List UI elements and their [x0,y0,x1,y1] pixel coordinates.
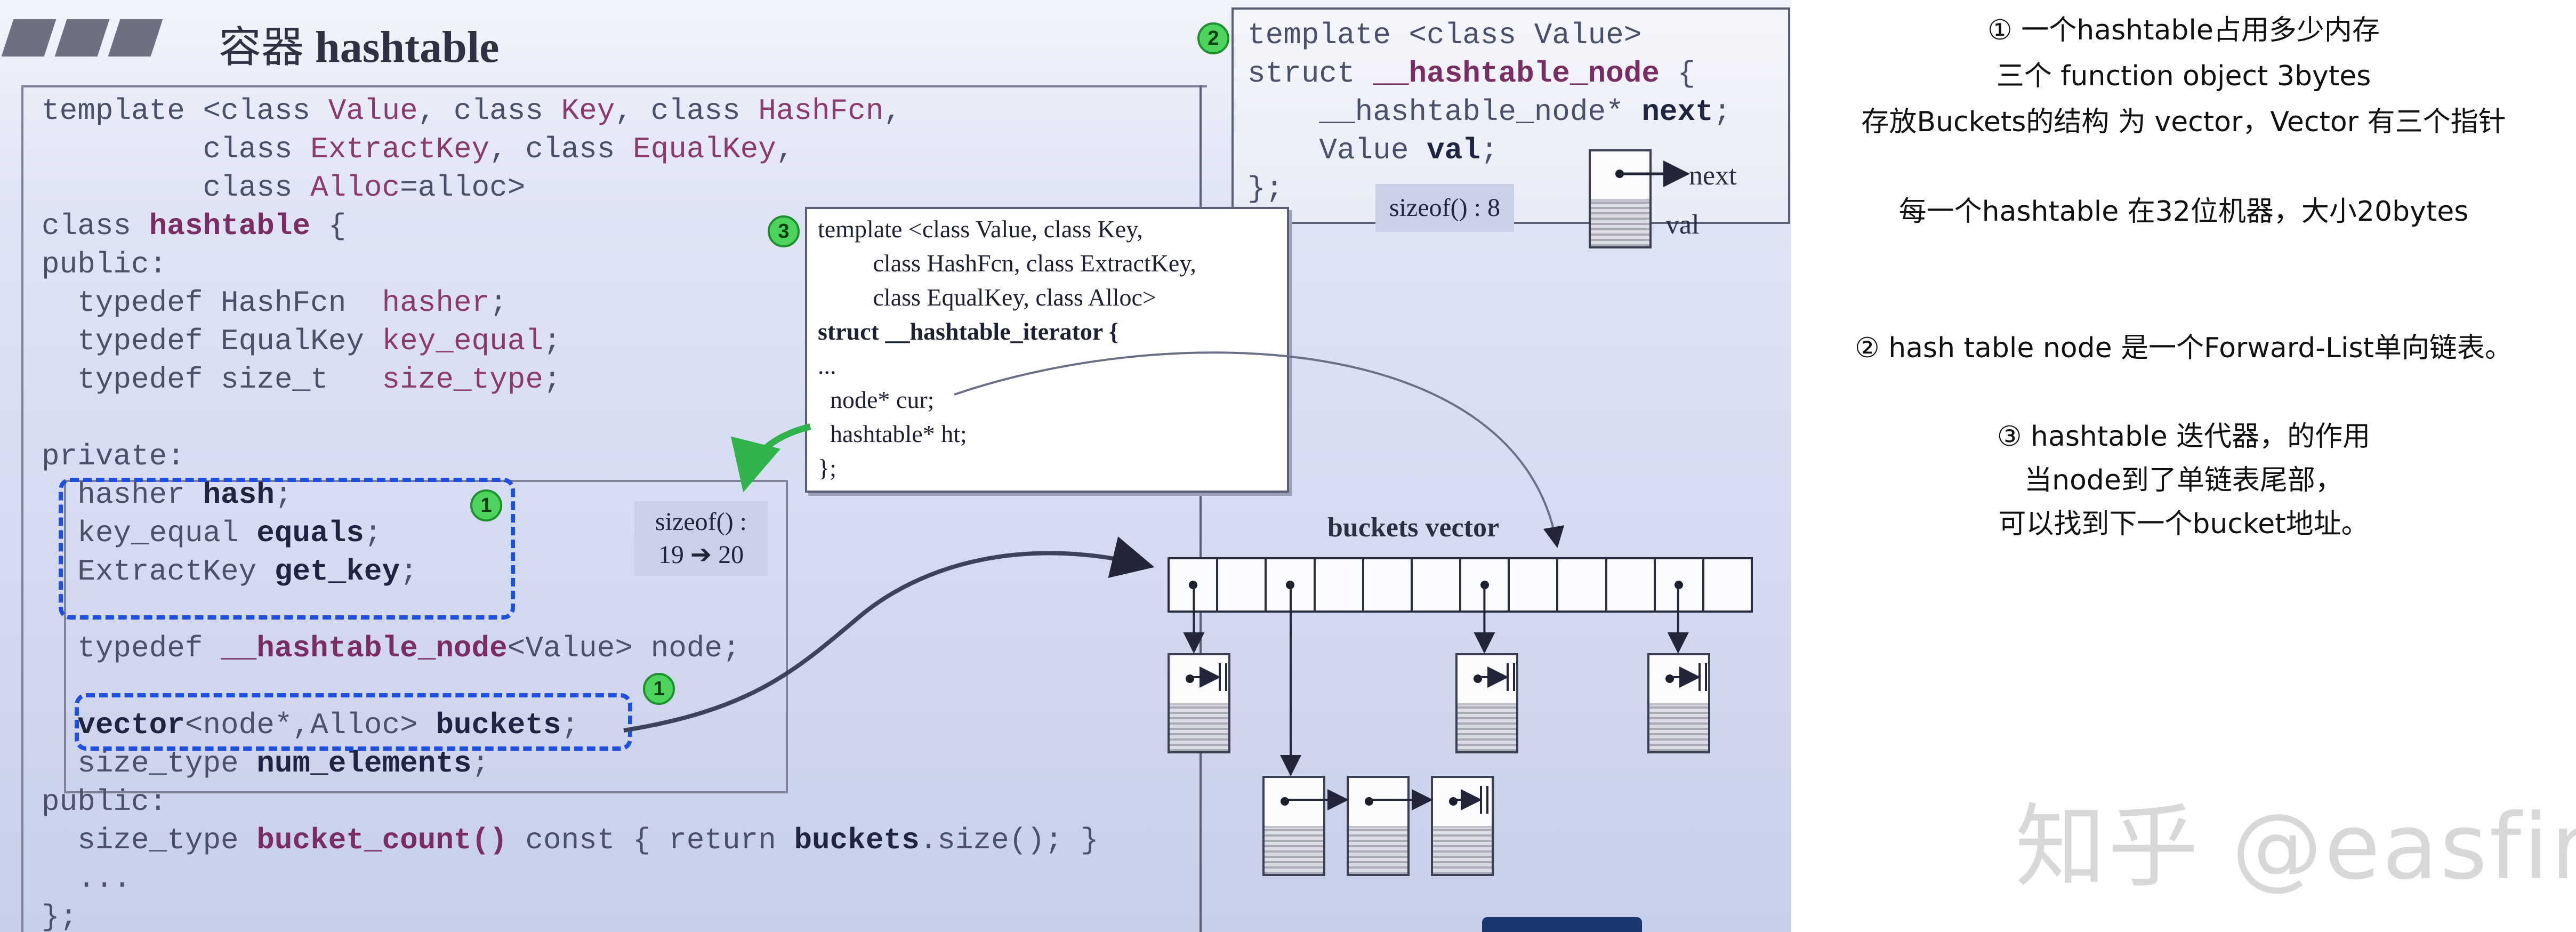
hashtable-code-line-15: typedef __hashtable_node<Value> node; [42,631,740,665]
hashtable-code-line-10: private: [42,439,185,473]
notes-panel: ① 一个hashtable占用多少内存 三个 function object 3… [1791,0,2576,932]
hashtable-code-line-5: public: [42,247,167,282]
note-8: 可以找到下一个bucket地址。 [1998,508,2369,540]
iterator-code: template <class Value, class Key, class … [818,212,1196,485]
sizeof-hashtable-line1: sizeof() : [655,508,747,536]
hashtable-code-line-1: template <class Value, class Key, class … [42,94,902,128]
bucket-cell [1558,559,1607,610]
node-code-line-4: Value val; [1247,133,1499,167]
node-code-line-2: struct __hashtable_node { [1247,57,1696,91]
iter-line-8: }; [818,454,836,481]
note-7: 当node到了单链表尾部， [2024,464,2343,496]
badge-2-node: 2 [1197,22,1229,54]
sizeof-hashtable-label: sizeof() : 19 ➔ 20 [634,501,768,576]
hashtable-code-line-18: size_type num_elements; [42,746,490,781]
hashtable-code-line-22: }; [42,900,78,932]
buckets-member-highlight [75,693,632,751]
function-objects-highlight [59,478,515,620]
zhihu-watermark: 知乎 @easfire [2015,794,2576,900]
hashtable-class-code: template <class Value, class Key, class … [42,92,1099,932]
bucket-cell [1510,559,1559,610]
iterator-cur-arrow [954,351,1565,548]
badge-1-function-objects: 1 [470,489,502,521]
slide-title-en: hashtable [315,22,500,72]
note-3: 存放Buckets的结构 为 vector，Vector 有三个指针 [1861,106,2506,138]
note-6: ③ hashtable 迭代器，的作用 [1997,421,2371,453]
hashtable-code-line-7: typedef EqualKey key_equal; [42,324,561,358]
iter-line-2: class HashFcn, class ExtractKey, [818,250,1196,277]
hashtable-code-line-3: class Alloc=alloc> [42,171,526,205]
bucket-cell [1607,559,1656,610]
hashtable-code-line-11: hasher hash; [42,478,293,512]
iter-line-4: struct __hashtable_iterator { [818,318,1119,345]
badge-1-buckets: 1 [643,673,675,705]
chain-node [1347,776,1410,876]
hashtable-code-line-20: size_type bucket_count() const { return … [42,823,1099,857]
hashtable-code-line-2: class ExtractKey, class EqualKey, [42,132,794,166]
hashtable-code-line-12: key_equal equals; [42,516,382,550]
chain-node [1262,776,1325,876]
slide-title-cjk: 容器 [219,22,304,72]
note-1: ① 一个hashtable占用多少内存 [1987,14,2380,46]
note-2: 三个 function object 3bytes [1996,60,2371,92]
node-code-line-1: template <class Value> [1247,18,1642,52]
diagram-arrows [623,160,1707,814]
iter-line-1: template <class Value, class Key, [818,215,1143,243]
bucket-cell [1316,559,1364,610]
bucket-cell [1364,559,1413,610]
buckets-vector [1168,557,1753,613]
hashtable-code-line-21: ... [42,862,132,896]
chain-node [1431,776,1494,876]
hashtable-code-line-13: ExtractKey get_key; [42,555,418,589]
note-5: ② hash table node 是一个Forward-List单向链表。 [1855,332,2513,364]
hashtable-iterator-panel: template <class Value, class Key, class … [805,207,1289,493]
iter-line-7: hashtable* ht; [818,420,967,447]
hashtable-code-line-19: public: [42,785,167,819]
node-code-line-5: }; [1247,172,1284,206]
buckets-vector-label: buckets vector [1327,512,1500,543]
bucket-cell [1413,559,1462,610]
hashtable-code-line-17: vector<node*,Alloc> buckets; [42,708,579,742]
iter-line-6: node* cur; [818,386,935,413]
iterator-to-private-arrow [730,423,811,493]
video-overlay-bar [1482,917,1642,932]
node-next-label: next [1689,160,1737,191]
node-code-line-3: __hashtable_node* next; [1247,95,1732,129]
sizeof-node-label: sizeof() : 8 [1375,184,1514,232]
sizeof-hashtable-line2: 19 ➔ 20 [658,541,744,569]
slide-title: 容器 hashtable [219,13,499,75]
buckets-to-vector-arrow [623,536,1155,733]
bucket-cell [1218,559,1267,610]
hashtable-node-code: template <class Value> struct __hashtable… [1247,16,1731,208]
lecture-slide: 容器 hashtable template <class Value, clas… [0,0,1791,932]
hashtable-code-panel [21,85,1207,932]
iter-line-5: ... [818,352,836,379]
hashtable-code-line-8: typedef size_t size_type; [42,363,561,397]
note-4: 每一个hashtable 在32位机器，大小20bytes [1898,196,2469,228]
node-illustration [1589,149,1652,248]
badge-3-iterator: 3 [768,215,800,247]
panel-divider [1200,85,1202,932]
node-val-label: val [1665,210,1700,240]
hashtable-code-line-4: class hashtable { [42,209,347,243]
iter-line-3: class EqualKey, class Alloc> [818,284,1156,311]
hashtable-code-line-6: typedef HashFcn hasher; [42,286,508,320]
